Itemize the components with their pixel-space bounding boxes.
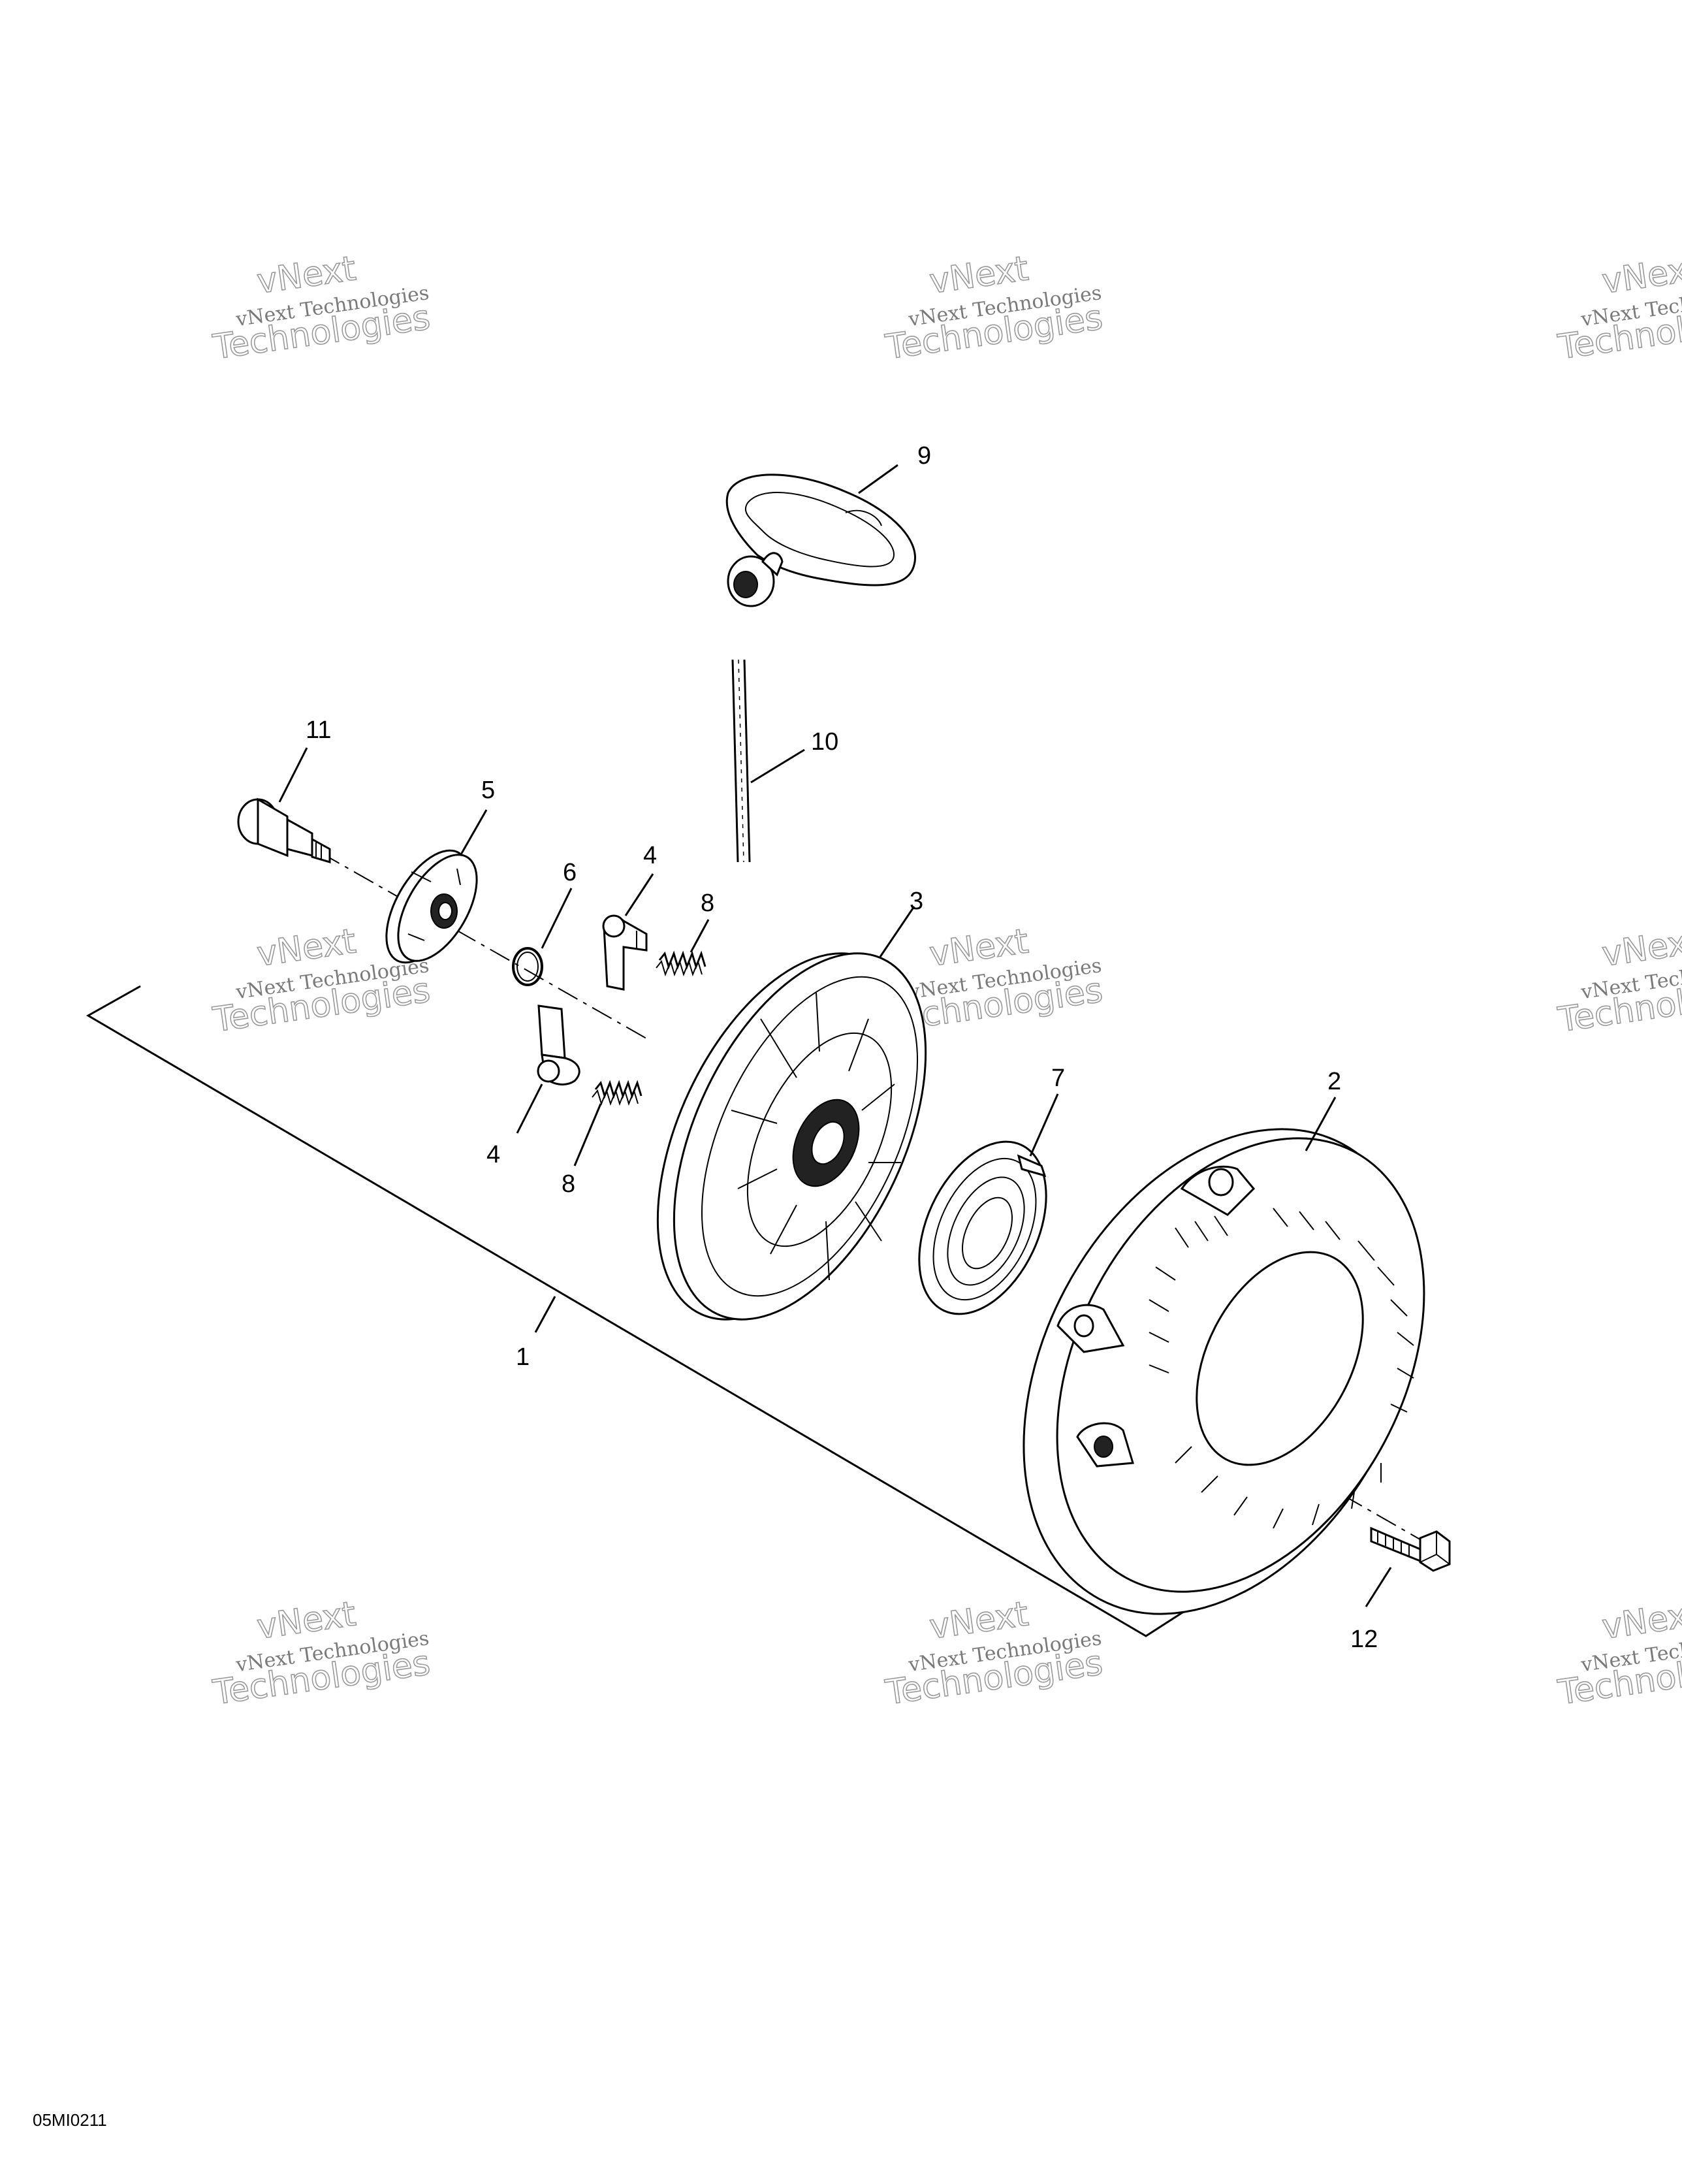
watermark-top-center: vNext Technologies vNext Technologies: [882, 249, 1105, 368]
leader-12: [1365, 1567, 1392, 1607]
callout-4-upper: 4: [643, 842, 657, 869]
assembly-bracket: [86, 985, 1192, 1637]
callout-8-lower: 8: [562, 1170, 575, 1198]
leader-5: [459, 809, 488, 856]
watermark-top-right: vNext Technologies vNext Technologies: [1555, 249, 1682, 368]
callout-2: 2: [1327, 1068, 1341, 1095]
leader-10: [750, 748, 805, 784]
part-pulley: [656, 952, 927, 1321]
callout-5: 5: [481, 777, 495, 804]
watermark-mid-right: vNext Technologies vNext Technologies: [1555, 922, 1682, 1041]
callout-3: 3: [910, 888, 923, 915]
leader-7: [1029, 1093, 1059, 1157]
callouts: 9 10 11 5 6 4 8 3 4 8 7 2 1 12: [306, 442, 1378, 1653]
watermark-bottom-left: vNext Technologies vNext Technologies: [210, 1594, 433, 1714]
leader-4b: [516, 1084, 543, 1134]
leader-11: [278, 747, 308, 803]
leader-6: [541, 888, 573, 949]
part-pawl-upper: [602, 914, 648, 991]
part-ratchet: [385, 849, 478, 964]
callout-10: 10: [811, 728, 838, 756]
leader-8a: [690, 919, 710, 953]
svg-text:vNext: vNext: [1600, 1594, 1682, 1647]
diagram-code: 05MI0211: [33, 2110, 107, 2130]
callout-4-lower: 4: [486, 1141, 500, 1168]
leader-4a: [624, 873, 654, 916]
svg-text:vNext: vNext: [1600, 249, 1682, 302]
leader-8b: [573, 1103, 602, 1166]
part-starter-housing: [1023, 1128, 1425, 1615]
callout-8-upper: 8: [701, 890, 714, 917]
center-axis-line: [319, 852, 647, 1039]
part-spring-lower: [592, 1080, 643, 1106]
callout-11: 11: [306, 716, 331, 744]
callout-1: 1: [516, 1343, 530, 1371]
leader-3: [879, 906, 915, 957]
watermark-top-left: vNext Technologies vNext Technologies: [210, 249, 433, 368]
watermark-bottom-right: vNext Technologies vNext Technologies: [1555, 1594, 1682, 1714]
watermark-bottom-center: vNext Technologies vNext Technologies: [882, 1594, 1105, 1714]
svg-text:vNext: vNext: [1600, 922, 1682, 974]
watermarks: vNext Technologies vNext Technologies vN…: [210, 249, 1682, 1714]
leader-2: [1305, 1097, 1337, 1151]
part-pawl-lower: [537, 1004, 580, 1085]
part-circlip: [512, 947, 543, 986]
callout-9: 9: [917, 442, 931, 470]
leader-1: [534, 1296, 556, 1333]
part-bolt: [1370, 1526, 1451, 1572]
part-starter-handle: [725, 474, 916, 607]
part-spring-upper: [656, 950, 706, 977]
part-recoil-spring: [918, 1140, 1047, 1315]
callout-12: 12: [1350, 1626, 1378, 1653]
housing-vent-slots: [1149, 1208, 1414, 1529]
part-shoulder-screw: [237, 797, 331, 864]
callout-7: 7: [1051, 1065, 1065, 1092]
leader-9: [858, 464, 898, 494]
part-starter-rope: [731, 659, 751, 863]
callout-6: 6: [563, 859, 577, 886]
leader-lines: [278, 464, 1392, 1607]
